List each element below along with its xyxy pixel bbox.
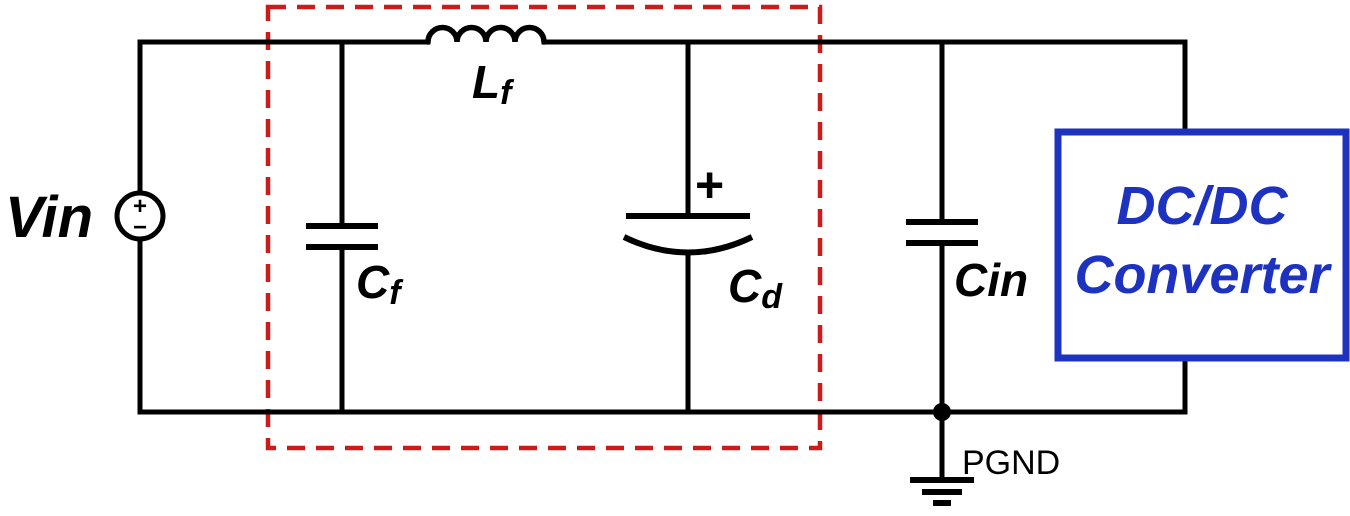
filter-boundary-dashed-box xyxy=(265,4,823,451)
vin-label: Vin xyxy=(5,185,93,250)
lf-label-sub: f xyxy=(500,74,515,112)
dcdc-converter-label-line1: DC/DC xyxy=(1117,176,1289,236)
cf-label-main: C xyxy=(356,256,390,308)
cd-label-sub: d xyxy=(761,278,783,316)
dcdc-converter-box xyxy=(1054,128,1350,362)
dcdc-converter-label-line2: Converter xyxy=(1074,245,1332,305)
inductor-lf-coil-icon xyxy=(425,24,547,45)
voltage-source-minus: − xyxy=(133,214,147,241)
inductor-lf-label: Lf xyxy=(472,56,515,112)
cd-label-main: C xyxy=(728,260,762,312)
lf-label-main: L xyxy=(472,56,500,108)
pgnd-label: PGND xyxy=(962,444,1060,482)
cin-label: Cin xyxy=(954,254,1028,306)
cd-plate-curved xyxy=(622,234,754,256)
voltage-source-plus: + xyxy=(133,193,147,220)
cf-label-sub: f xyxy=(389,274,404,312)
cf-label: Cf xyxy=(356,256,404,312)
cd-label: Cd xyxy=(728,260,783,316)
cd-polarity-plus: + xyxy=(695,157,724,213)
